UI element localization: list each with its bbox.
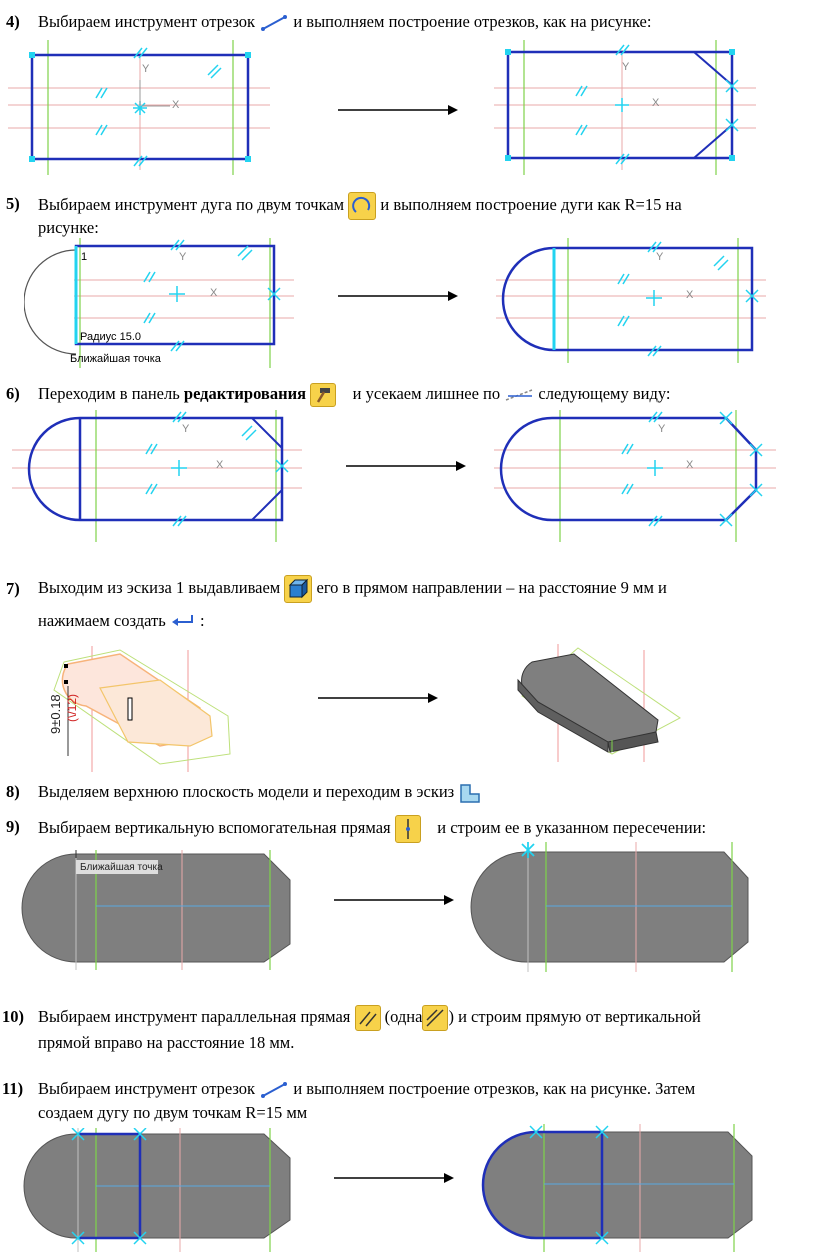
figure-step11-before [23, 1128, 291, 1252]
figure-step4-after: Y X [494, 40, 756, 175]
step-number: 11) [2, 1079, 24, 1098]
line-segment-icon [259, 1080, 289, 1100]
figure-step9-before: Ближайшая точка [21, 850, 291, 970]
step-text: Выбираем инструмент отрезок и выполняем … [38, 1077, 695, 1100]
svg-text:X: X [172, 99, 180, 111]
parallel-one-icon [422, 1005, 449, 1032]
svg-text:Y: Y [179, 251, 187, 263]
svg-text:X: X [686, 459, 694, 471]
arrow [334, 895, 454, 905]
figure-step6-after: Y X [494, 410, 776, 542]
svg-text:X: X [210, 287, 218, 299]
enter-arrow-icon [170, 613, 196, 631]
svg-text:Радиус 15.0: Радиус 15.0 [80, 331, 141, 343]
step-text: Выбираем инструмент отрезок и выполняем … [38, 10, 651, 33]
step-number: 4) [6, 12, 20, 31]
step-text: Выходим из эскиза 1 выдавливаем его в пр… [38, 575, 667, 603]
step-10: 10) Выбираем инструмент параллельная пря… [2, 1005, 812, 1053]
figure-step7-before: 9±0.18 (\/12) [48, 646, 231, 772]
svg-text:Y: Y [622, 61, 630, 73]
step-text-line2: нажимаем создать : [38, 611, 205, 631]
svg-text:Y: Y [142, 63, 150, 75]
arc-two-points-icon [348, 192, 377, 220]
svg-text:Y: Y [656, 251, 664, 263]
step-6: 6) Переходим в панель редактирования и у… [6, 382, 806, 408]
step-text: Выделяем верхнюю плоскость модели и пере… [38, 780, 482, 804]
figure-step9-after [470, 842, 749, 972]
step-text: Выбираем инструмент параллельная прямая … [38, 1005, 701, 1032]
vertical-aux-line-icon [394, 815, 421, 843]
step-number: 6) [6, 384, 20, 403]
sketch-icon [458, 782, 482, 804]
svg-text:Ближайшая точка: Ближайшая точка [80, 862, 163, 873]
step-text-line2: создаем дугу по двум точкам R=15 мм [38, 1103, 308, 1122]
arrow [338, 105, 458, 115]
step-number: 7) [6, 579, 20, 598]
figure-step5-after: Y X [496, 238, 766, 363]
svg-text:X: X [686, 289, 694, 301]
line-segment-icon [259, 13, 289, 33]
extrude-icon [284, 575, 313, 603]
step-number: 8) [6, 782, 20, 801]
step-text: Выбираем вертикальную вспомогательная пр… [38, 815, 706, 843]
step-text: Переходим в панель редактирования и усек… [38, 382, 671, 408]
svg-text:Y: Y [182, 423, 190, 435]
arrow [334, 1173, 454, 1183]
svg-text:(\/12): (\/12) [65, 694, 79, 722]
figure-step5-before: 1 Радиус 15.0 Ближайшая точка Y X [24, 238, 294, 368]
parallel-line-icon [354, 1005, 381, 1032]
step-7: 7) Выходим из эскиза 1 выдавливаем его в… [6, 575, 806, 635]
arrow [318, 693, 438, 703]
figure-step4-before: Y X [8, 40, 270, 175]
step-number: 10) [2, 1007, 24, 1026]
step-4: 4) Выбираем инструмент отрезок и выполня… [6, 10, 806, 34]
step-text-line2: прямой вправо на расстояние 18 мм. [38, 1033, 295, 1052]
svg-text:9±0.18: 9±0.18 [48, 694, 63, 734]
step-8: 8) Выделяем верхнюю плоскость модели и п… [6, 780, 806, 804]
svg-text:X: X [652, 97, 660, 109]
figure-step11-after [481, 1124, 753, 1252]
svg-text:X: X [216, 459, 224, 471]
step-number: 5) [6, 194, 20, 213]
arrow [346, 461, 466, 471]
step-11: 11) Выбираем инструмент отрезок и выполн… [2, 1077, 812, 1125]
svg-text:Ближайшая точка: Ближайшая точка [70, 353, 162, 365]
figure-step7-after [517, 644, 681, 762]
arrow [338, 291, 458, 301]
figure-step6-before: Y X [12, 410, 302, 542]
hammer-edit-icon [310, 383, 337, 408]
step-9: 9) Выбираем вертикальную вспомогательная… [6, 815, 806, 843]
step-text: Выбираем инструмент дуга по двум точкам … [38, 192, 682, 220]
step-5: 5) Выбираем инструмент дуга по двум точк… [6, 192, 806, 240]
step-number: 9) [6, 817, 20, 836]
svg-text:Y: Y [658, 423, 666, 435]
trim-icon [504, 386, 534, 404]
svg-text:1: 1 [81, 251, 87, 263]
step-text-line2: рисунке: [38, 218, 99, 237]
